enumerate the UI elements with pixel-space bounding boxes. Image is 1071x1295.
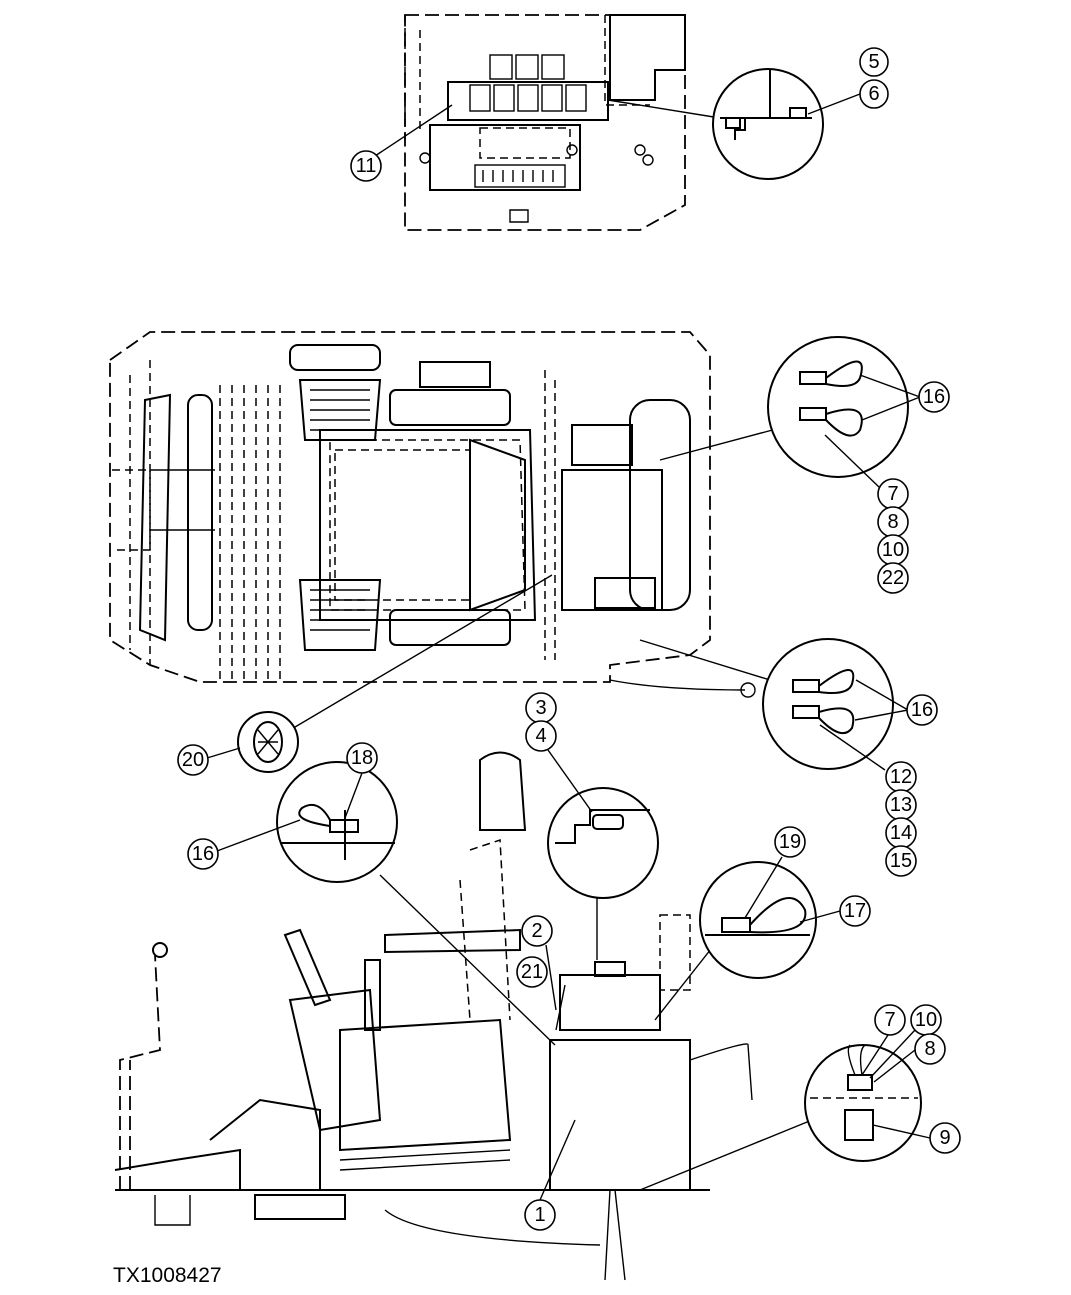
callout-17: 17: [799, 895, 871, 927]
callout-8-mid-label: 8: [887, 511, 898, 533]
callout-10-bottom-label: 10: [915, 1009, 937, 1031]
callout-16-mid: 16: [854, 679, 938, 726]
callout-10-mid-label: 10: [882, 539, 904, 561]
callout-16-bottom-label: 16: [192, 843, 214, 865]
callout-19: 19: [744, 826, 806, 919]
callout-20-label: 20: [182, 749, 204, 771]
callout-2: 2: [521, 915, 553, 947]
callout-3: 3: [525, 692, 557, 724]
callout-7-mid-label: 7: [887, 483, 898, 505]
callout-8-mid: 8: [877, 506, 909, 538]
callout-19-label: 19: [779, 831, 801, 853]
callout-16-bottom: 16: [187, 819, 301, 870]
callout-2-label: 2: [531, 920, 542, 942]
callout-5: 5: [859, 47, 889, 77]
callout-21: 21: [516, 956, 548, 988]
callout-14: 14: [885, 817, 917, 849]
callout-18: 18: [344, 742, 378, 819]
callout-18-label: 18: [351, 747, 373, 769]
callout-13-label: 13: [890, 794, 912, 816]
callout-20: 20: [177, 744, 241, 776]
callout-15-label: 15: [890, 850, 912, 872]
callout-3-label: 3: [535, 697, 546, 719]
callout-11: 11: [350, 150, 382, 182]
callout-17-label: 17: [844, 900, 866, 922]
callout-13: 13: [885, 789, 917, 821]
callout-22: 22: [877, 562, 909, 594]
callout-22-label: 22: [882, 567, 904, 589]
callout-4: 4: [525, 720, 593, 813]
callout-16-mid-label: 16: [911, 699, 933, 721]
callout-5-label: 5: [868, 51, 879, 73]
figure-id: TX1008427: [113, 1264, 222, 1287]
callout-1-label: 1: [534, 1204, 545, 1226]
callout-21-label: 21: [521, 961, 543, 983]
callout-16-top: 16: [859, 374, 950, 421]
top-view: [371, 14, 824, 231]
callout-1: 1: [524, 1199, 556, 1231]
middle-view: [109, 331, 909, 773]
callout-15: 15: [885, 845, 917, 877]
callout-9: 9: [872, 1122, 961, 1154]
callout-9-label: 9: [939, 1127, 950, 1149]
bottom-view: [114, 751, 922, 1281]
callout-11-label: 11: [356, 155, 377, 177]
callout-7-bottom: 7: [861, 1004, 906, 1076]
callout-12: 12: [819, 724, 917, 793]
callout-4-label: 4: [535, 725, 546, 747]
callout-16-top-label: 16: [923, 386, 945, 408]
callout-14-label: 14: [890, 822, 912, 844]
callout-12-label: 12: [890, 766, 912, 788]
callout-6: 6: [807, 79, 889, 115]
callout-10-mid: 10: [877, 534, 909, 566]
callout-7-bottom-label: 7: [884, 1009, 895, 1031]
callout-8-bottom-label: 8: [924, 1038, 935, 1060]
callout-8-bottom: 8: [873, 1033, 946, 1083]
callout-6-label: 6: [868, 83, 879, 105]
